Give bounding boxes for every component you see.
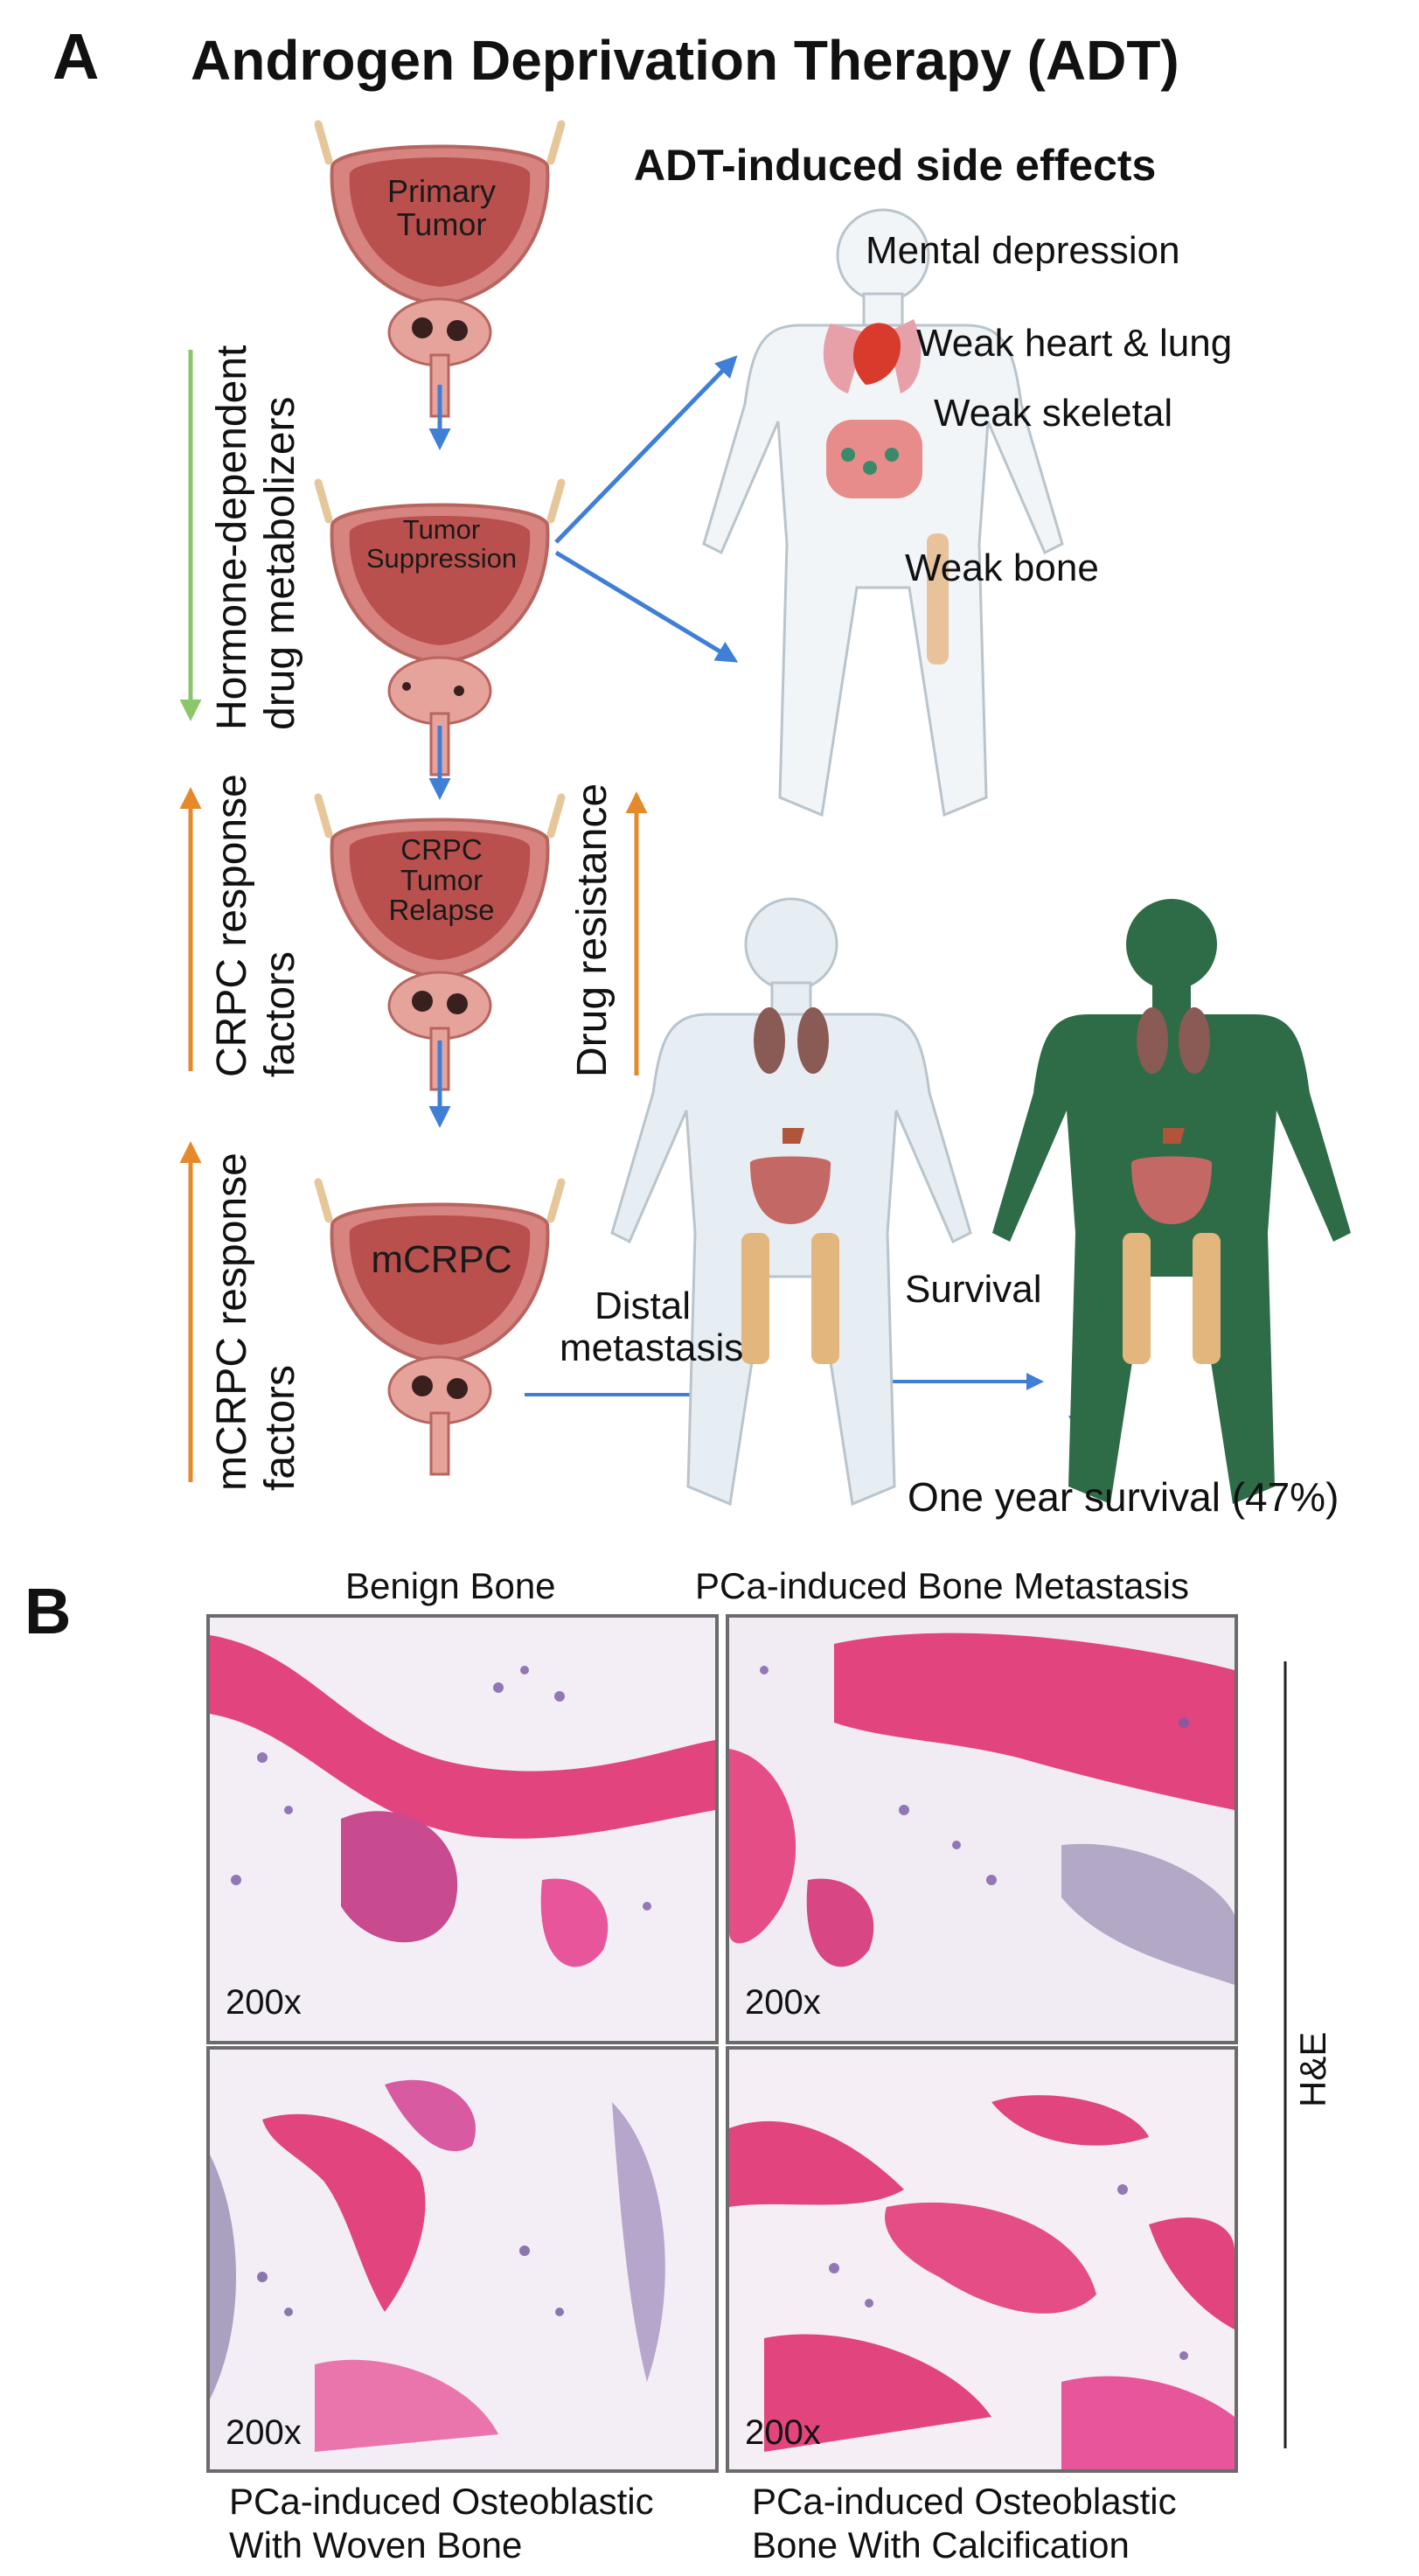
caption-woven-line2: With Woven Bone — [229, 2524, 523, 2566]
metastasis-organs — [741, 1007, 1221, 1364]
micrograph-woven-bone: 200x — [206, 2046, 719, 2473]
one-year-survival-label: One year survival (47%) — [908, 1474, 1339, 1520]
hormone-label-line1: Hormone-dependent — [209, 345, 255, 730]
caption-calc-line1: PCa-induced Osteoblastic — [752, 2481, 1177, 2522]
crpc-label-line1: CRPC response — [209, 774, 255, 1077]
drug-resistance-label: Drug resistance — [569, 783, 616, 1077]
hormone-label: Hormone-dependent drug metabolizers — [208, 345, 304, 730]
stage-crpc-relapse: CRPC Tumor Relapse — [388, 833, 495, 927]
panel-b-letter: B — [24, 1575, 72, 1647]
caption-woven-line1: PCa-induced Osteoblastic — [229, 2481, 654, 2522]
stage-tumor-suppression: Tumor Suppression — [365, 514, 518, 574]
micrograph-benign: 200x — [206, 1614, 719, 2044]
mag-label-metastasis: 200x — [745, 1983, 821, 2022]
side-effects-organs — [823, 319, 949, 665]
mag-label-calcification: 200x — [745, 2413, 821, 2452]
mcrpc-label-line2: factors — [257, 1364, 303, 1491]
side-effect-bone: Weak bone — [905, 547, 1099, 589]
bladder-stage-1 — [318, 124, 561, 416]
panel-a-title: Androgen Deprivation Therapy (ADT) — [191, 29, 1179, 92]
hormone-label-line2: drug metabolizers — [257, 396, 303, 730]
stage-mcrpc: mCRPC — [371, 1238, 512, 1281]
caption-calc-line2: Bone With Calcification — [752, 2524, 1130, 2566]
mcrpc-label-line1: mCRPC response — [209, 1152, 255, 1491]
distal-metastasis-label: Distal metastasis — [560, 1285, 743, 1370]
mcrpc-label: mCRPC response factors — [208, 1152, 304, 1491]
side-effect-mental: Mental depression — [866, 229, 1180, 272]
survival-label: Survival — [905, 1268, 1042, 1311]
col-header-metastasis: PCa-induced Bone Metastasis — [695, 1565, 1189, 1606]
bladder-stage-4 — [318, 1182, 561, 1474]
side-effects-title: ADT-induced side effects — [634, 141, 1157, 190]
stage-primary-tumor: Primary Tumor — [387, 173, 496, 242]
col-header-benign: Benign Bone — [345, 1565, 556, 1606]
distal-label-line1: Distal — [595, 1285, 692, 1327]
caption-calcification: PCa-induced Osteoblastic Bone With Calci… — [752, 2480, 1177, 2568]
panel-a-letter: A — [52, 20, 100, 93]
distal-label-line2: metastasis — [560, 1326, 744, 1370]
side-effect-skeletal: Weak skeletal — [934, 392, 1173, 435]
side-effect-arrows — [554, 355, 739, 663]
crpc-label: CRPC response factors — [208, 774, 304, 1077]
caption-woven-bone: PCa-induced Osteoblastic With Woven Bone — [229, 2480, 654, 2568]
micrograph-metastasis: 200x — [726, 1614, 1238, 2044]
crpc-label-line2: factors — [257, 950, 303, 1077]
stain-label: H&E — [1292, 2031, 1333, 2107]
micrograph-calcification: 200x — [726, 2046, 1238, 2473]
side-effects-body — [702, 208, 1064, 817]
tumor-markers — [402, 317, 468, 1399]
mag-label-woven: 200x — [226, 2413, 302, 2452]
side-effect-heart-lung: Weak heart & lung — [916, 322, 1233, 365]
mag-label-benign: 200x — [226, 1983, 302, 2022]
